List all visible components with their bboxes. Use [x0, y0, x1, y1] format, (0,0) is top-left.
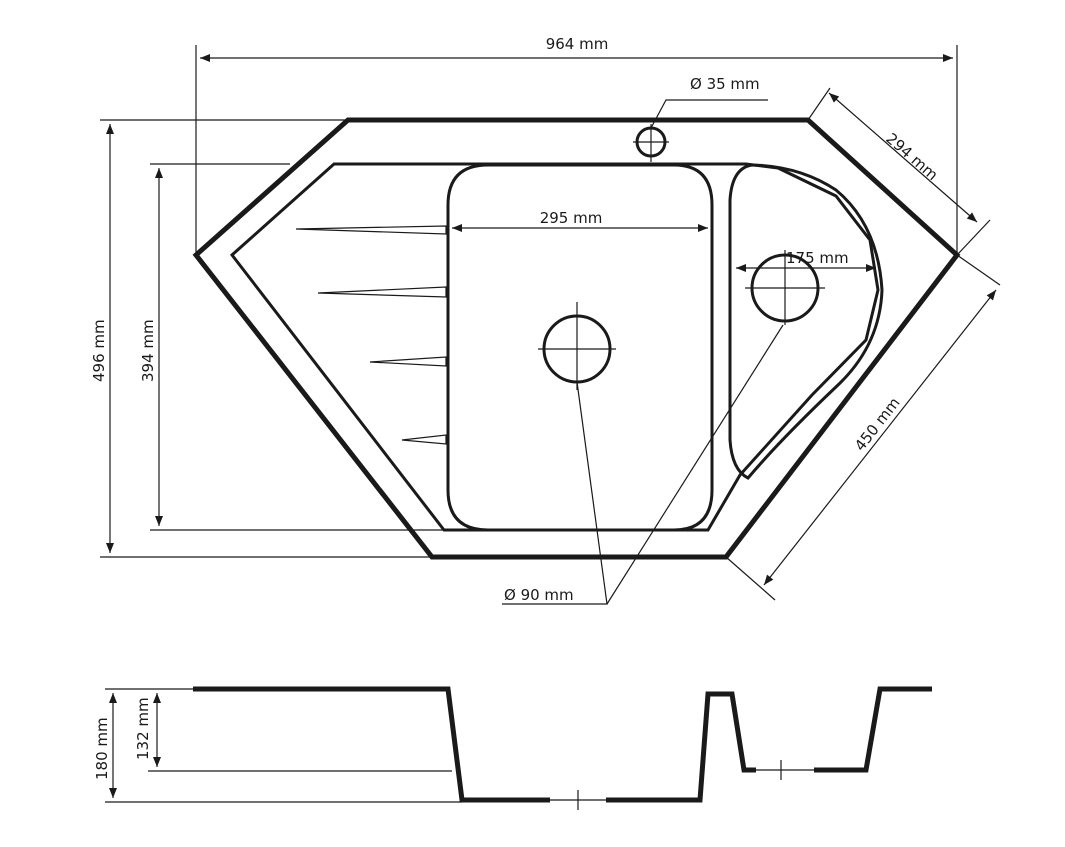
label-bowl-depth: 394 mm	[139, 319, 157, 382]
dimension-front-side	[725, 254, 1001, 601]
small-bowl	[728, 163, 884, 480]
dimension-bowl-depth	[150, 163, 444, 531]
side-center-marks	[550, 760, 814, 810]
drainer-grooves	[295, 225, 447, 445]
label-bowl-height: 132 mm	[134, 697, 152, 760]
label-overall-depth: 496 mm	[90, 319, 108, 382]
side-profile-middle	[606, 691, 756, 803]
tap-hole	[633, 124, 669, 162]
dimension-overall-depth	[100, 119, 432, 558]
label-corner-side: 294 mm	[882, 129, 941, 184]
main-drain	[538, 302, 616, 390]
label-tap-hole: Ø 35 mm	[690, 75, 760, 93]
side-profile-right	[814, 686, 932, 773]
label-drain-diameter: Ø 90 mm	[504, 586, 574, 604]
label-sink-height: 180 mm	[93, 717, 111, 780]
label-overall-width: 964 mm	[546, 35, 609, 53]
label-small-bowl-width: 175 mm	[786, 249, 849, 267]
label-front-side: 450 mm	[851, 394, 904, 454]
label-main-bowl-width: 295 mm	[540, 209, 603, 227]
side-profile-main	[193, 686, 550, 803]
side-view: 180 mm 132 mm	[93, 686, 932, 810]
drain-leader-lines	[502, 99, 784, 605]
dimension-corner-side	[807, 87, 991, 256]
top-view: 964 mm Ø 35 mm 295 mm 175 mm Ø 90 mm 294…	[90, 35, 1001, 605]
main-bowl	[446, 163, 714, 532]
